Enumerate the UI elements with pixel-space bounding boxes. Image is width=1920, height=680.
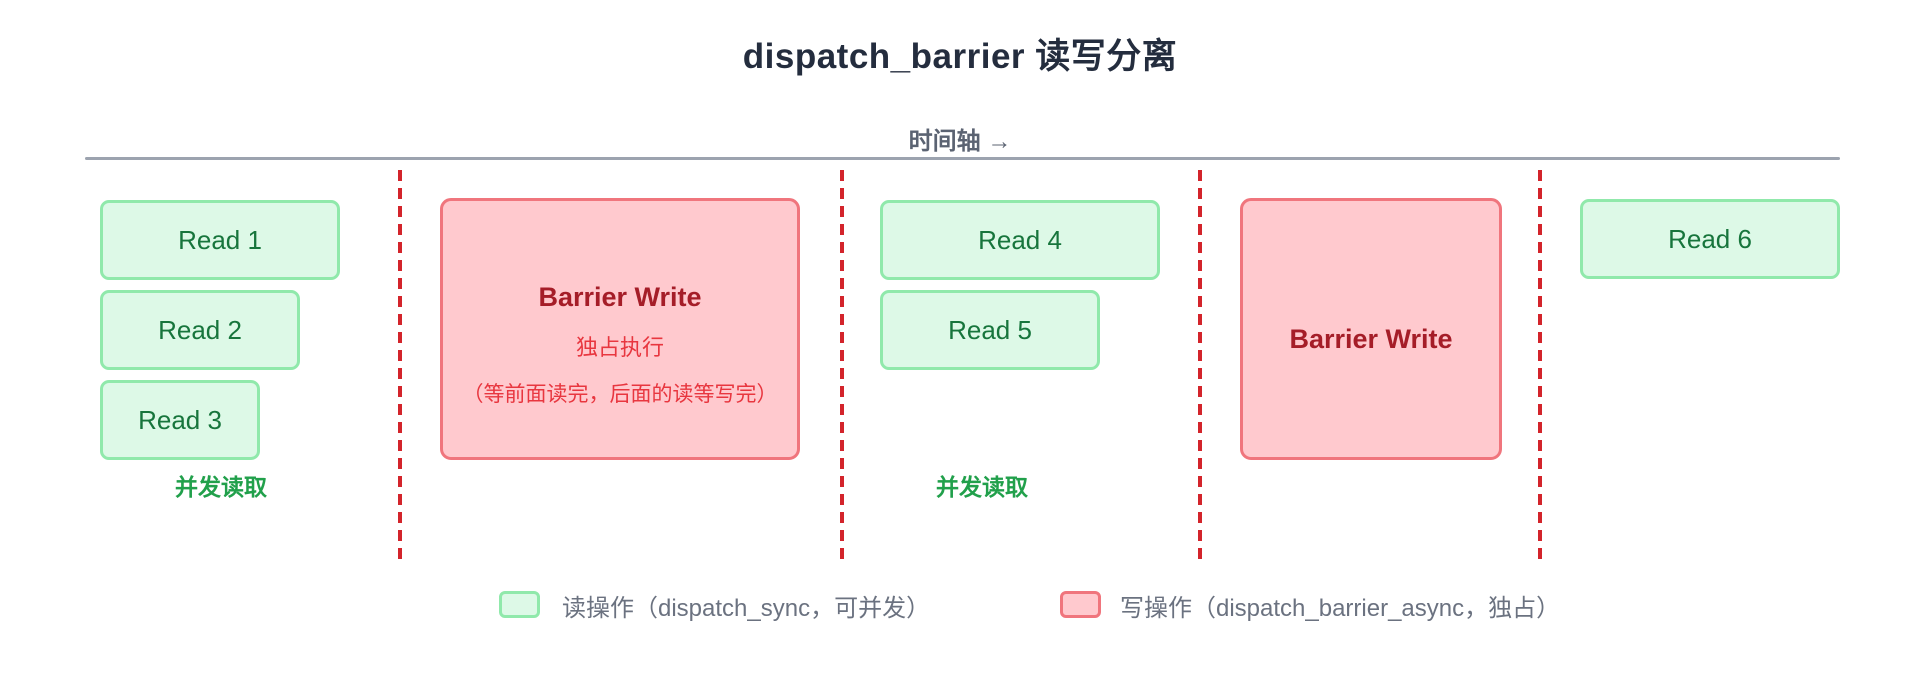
concurrent-read-label-mid: 并发读取 — [936, 474, 1028, 500]
barrier-write-1-subtitle: 独占执行 — [575, 335, 664, 360]
legend-write-swatch — [1060, 591, 1101, 618]
read-1-label: Read 1 — [178, 224, 262, 255]
page-title: dispatch_barrier 读写分离 — [742, 37, 1178, 76]
barrier-divider-2 — [840, 170, 844, 562]
barrier-write-2-box: Barrier Write — [1240, 198, 1502, 460]
legend-read-label: 读操作（dispatch_sync，可并发） — [562, 594, 931, 622]
timeline-axis-label: 时间轴 → — [908, 128, 1012, 155]
read-5-box: Read 5 — [880, 290, 1100, 370]
read-3-label: Read 3 — [138, 404, 222, 435]
read-3-box: Read 3 — [100, 380, 260, 460]
read-2-box: Read 2 — [100, 290, 300, 370]
barrier-write-2-title: Barrier Write — [1289, 323, 1453, 354]
read-1-box: Read 1 — [100, 200, 340, 280]
barrier-write-1-content: Barrier Write 独占执行 （等前面读完，后面的读等写完） — [463, 282, 778, 408]
read-6-box: Read 6 — [1580, 199, 1840, 279]
barrier-divider-1 — [398, 170, 402, 562]
timeline-axis-line — [85, 157, 1840, 160]
read-2-label: Read 2 — [158, 314, 242, 345]
read-6-label: Read 6 — [1668, 223, 1752, 254]
legend-write-label: 写操作（dispatch_barrier_async，独占） — [1120, 594, 1561, 622]
read-4-label: Read 4 — [978, 224, 1062, 255]
barrier-divider-3 — [1198, 170, 1202, 562]
barrier-write-1-note: （等前面读完，后面的读等写完） — [462, 383, 778, 406]
read-5-label: Read 5 — [948, 314, 1032, 345]
barrier-write-2-content: Barrier Write — [1289, 324, 1452, 355]
barrier-divider-4 — [1538, 170, 1542, 562]
concurrent-read-label-left: 并发读取 — [175, 474, 267, 500]
legend-read-swatch — [499, 591, 540, 618]
barrier-write-1-title: Barrier Write — [538, 282, 702, 312]
barrier-write-1-box: Barrier Write 独占执行 （等前面读完，后面的读等写完） — [440, 198, 800, 460]
read-4-box: Read 4 — [880, 200, 1160, 280]
